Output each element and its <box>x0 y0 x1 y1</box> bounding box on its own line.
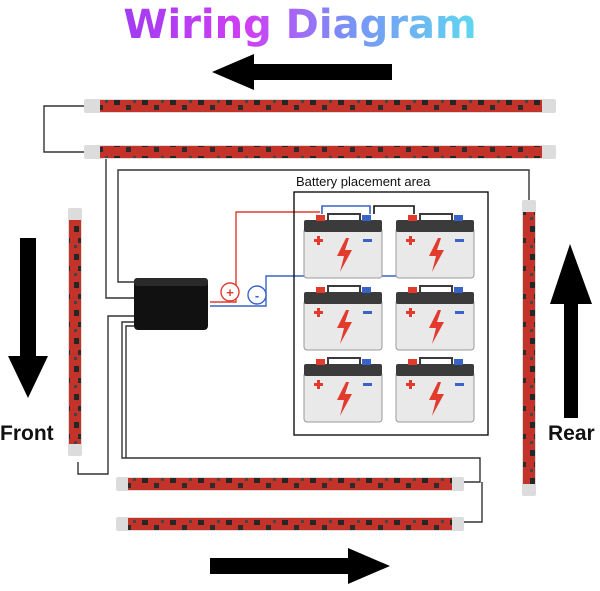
battery-links <box>321 205 415 214</box>
wire-bottom-strip-2b <box>462 482 483 523</box>
wire-top-strip-1 <box>43 105 134 299</box>
page-title: Wiring Diagram <box>123 2 476 48</box>
led-strip-rear <box>522 200 536 496</box>
battery-area-label: Battery placement area <box>296 174 431 189</box>
control-box <box>134 278 208 330</box>
battery-area-frame <box>293 191 489 436</box>
wire-front-strip <box>77 315 134 475</box>
front-label: Front <box>0 422 54 445</box>
battery-icon <box>395 357 475 423</box>
battery-icon <box>395 213 475 279</box>
battery-icon <box>303 213 383 279</box>
led-strip-front <box>68 208 82 456</box>
positive-label: + <box>226 285 234 300</box>
led-strip-top-1 <box>84 99 556 113</box>
negative-label: - <box>255 288 259 303</box>
arrow-right-icon <box>210 548 390 584</box>
rear-label: Rear <box>548 422 595 445</box>
arrow-up-icon <box>550 244 592 418</box>
battery-icon <box>303 357 383 423</box>
wire-rear-strip <box>117 169 530 283</box>
arrow-down-icon <box>8 238 48 398</box>
black-wires <box>43 105 530 523</box>
wire-bottom-strip-2 <box>125 325 134 458</box>
battery-icon <box>395 285 475 351</box>
battery-icon <box>303 285 383 351</box>
wire-bottom-strip-1 <box>121 321 481 483</box>
positive-wire <box>210 211 320 303</box>
negative-marker: - <box>247 285 267 305</box>
led-strip-bottom-1 <box>116 477 464 491</box>
led-strip-bottom-2 <box>116 517 464 531</box>
battery-group <box>303 213 475 423</box>
led-strip-top-2 <box>84 145 556 159</box>
title-area: Wiring Diagram <box>0 0 600 48</box>
arrow-left-icon <box>212 54 392 90</box>
positive-marker: + <box>220 282 240 302</box>
